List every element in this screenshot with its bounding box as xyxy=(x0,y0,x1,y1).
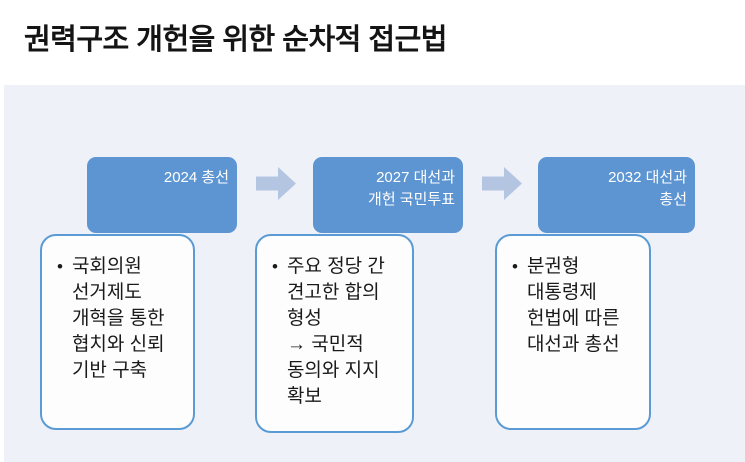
page-title: 권력구조 개헌을 위한 순차적 접근법 xyxy=(24,24,447,56)
step-2-card: • 주요 정당 간 견고한 합의 형성 → 국민적 동의와 지지 확보 xyxy=(255,234,414,433)
step-3-card: • 분권형 대통령제 헌법에 따른 대선과 총선 xyxy=(495,234,651,430)
step-2-header: 2027 대선과 개헌 국민투표 xyxy=(313,157,463,233)
step-2-body: 주요 정당 간 견고한 합의 형성 → 국민적 동의와 지지 확보 xyxy=(286,256,385,407)
step-1-body: 국회의원 선거제도 개혁을 통한 협치와 신뢰 기반 구축 xyxy=(71,256,165,381)
step-1-header: 2024 총선 xyxy=(87,157,237,233)
step-3-body: 분권형 대통령제 헌법에 따른 대선과 총선 xyxy=(526,256,620,355)
right-arrow-icon xyxy=(256,167,296,200)
right-arrow-icon xyxy=(482,167,522,200)
step-3-header: 2032 대선과 총선 xyxy=(538,157,695,233)
bullet-marker: • xyxy=(57,257,63,276)
bullet-marker: • xyxy=(512,257,518,276)
step-1-card: • 국회의원 선거제도 개혁을 통한 협치와 신뢰 기반 구축 xyxy=(40,234,195,430)
bullet-marker: • xyxy=(272,257,278,276)
